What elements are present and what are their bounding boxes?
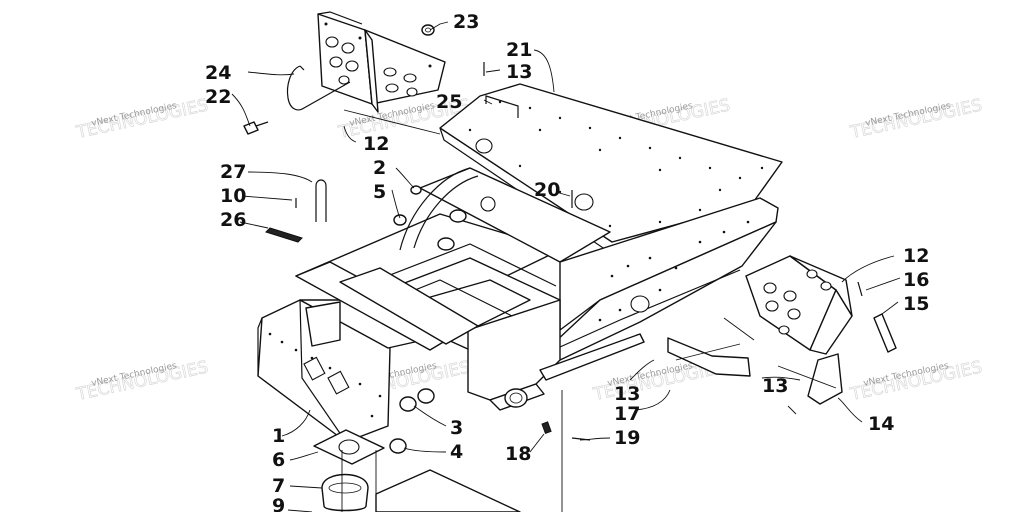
callout-13-top: 13 — [506, 61, 532, 83]
callout-19: 19 — [614, 427, 640, 449]
bottom-skid-plate — [375, 469, 521, 512]
callout-2: 2 — [373, 157, 386, 179]
u-bolt-27 — [315, 179, 327, 222]
callout-24: 24 — [205, 62, 231, 84]
callout-4: 4 — [450, 441, 463, 463]
callout-13-right: 13 — [762, 375, 788, 397]
callout-26: 26 — [220, 209, 246, 231]
strip-15 — [873, 313, 897, 353]
callout-7: 7 — [272, 475, 285, 497]
callout-23: 23 — [453, 11, 479, 33]
callout-22: 22 — [205, 86, 231, 108]
callout-12-lower: 12 — [903, 245, 929, 267]
callout-9: 9 — [272, 495, 285, 512]
callout-27: 27 — [220, 161, 246, 183]
callout-16: 16 — [903, 269, 929, 291]
callout-13-mid: 13 — [614, 383, 640, 405]
hook-rod-24 — [286, 65, 351, 111]
callout-labels: 23 24 22 12 21 13 25 2 5 20 27 10 26 12 … — [205, 11, 929, 512]
nut-23 — [421, 24, 435, 36]
clip-25 — [485, 95, 519, 118]
spring-18 — [541, 421, 552, 435]
bracket-14 — [807, 353, 843, 405]
grommet-2 — [410, 185, 422, 195]
strap-26 — [265, 227, 303, 243]
chassis-frame — [257, 167, 779, 443]
right-mount-bracket — [745, 255, 853, 355]
upper-mount-bracket — [317, 11, 446, 113]
callout-21: 21 — [506, 39, 532, 61]
bracket-17 — [667, 337, 751, 377]
callout-12-upper: 12 — [363, 133, 389, 155]
callout-15: 15 — [903, 293, 929, 315]
grommet-5 — [393, 214, 407, 226]
callout-1: 1 — [272, 425, 285, 447]
bushing-3 — [399, 388, 435, 412]
callout-18: 18 — [505, 443, 531, 465]
callout-3: 3 — [450, 417, 463, 439]
callout-20: 20 — [534, 179, 560, 201]
leader-lines — [231, 21, 901, 512]
screw-16 — [857, 281, 863, 297]
boot-7 — [321, 473, 369, 512]
bushing-4 — [389, 438, 407, 454]
callout-6: 6 — [272, 449, 285, 471]
callout-17: 17 — [614, 403, 640, 425]
callout-5: 5 — [373, 181, 386, 203]
bolt-22 — [243, 121, 269, 135]
callout-10: 10 — [220, 185, 246, 207]
callout-25: 25 — [436, 91, 462, 113]
plate-6 — [313, 429, 385, 465]
callout-14: 14 — [868, 413, 894, 435]
